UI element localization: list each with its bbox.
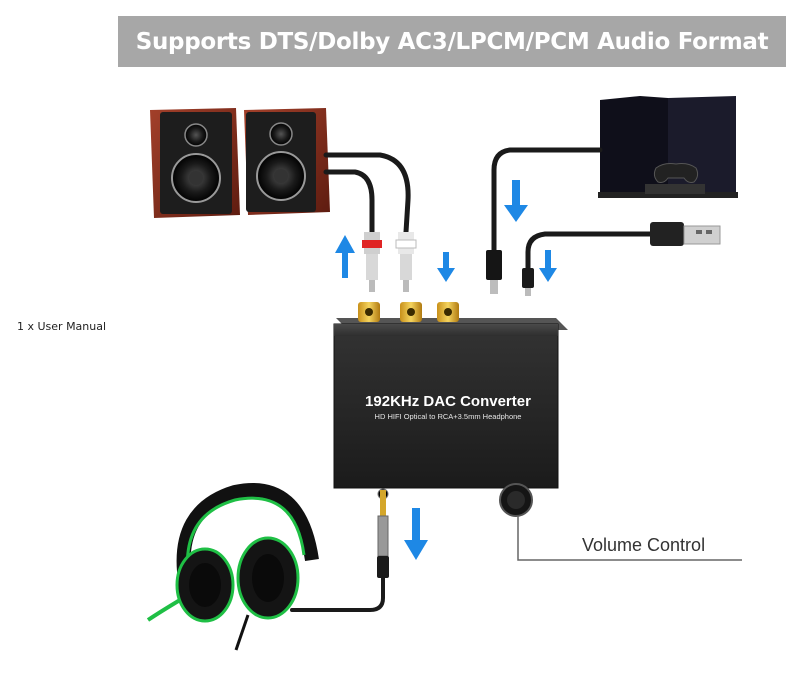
volume-callout-line — [517, 516, 742, 561]
speaker-pair-icon — [150, 108, 330, 218]
arrow-down-coax-icon — [437, 252, 455, 282]
usb-plug-icon — [650, 222, 721, 246]
device-title: 192KHz DAC Converter — [365, 393, 531, 410]
volume-knob-icon — [499, 483, 533, 517]
arrow-down-optical-icon — [504, 180, 528, 222]
usb-cable — [525, 231, 653, 271]
banner-title: Supports DTS/Dolby AC3/LPCM/PCM Audio Fo… — [135, 28, 769, 55]
rca-jack-left-icon — [358, 302, 380, 322]
optical-plug-icon — [486, 250, 502, 294]
format-banner: Supports DTS/Dolby AC3/LPCM/PCM Audio Fo… — [118, 16, 786, 67]
rca-cables — [323, 152, 411, 235]
arrow-up-speakers-icon — [335, 235, 355, 278]
rca-plug-red — [362, 232, 382, 292]
coax-jack-icon — [437, 302, 459, 322]
volume-control-label: Volume Control — [582, 535, 706, 555]
device-subtitle: HD HIFI Optical to RCA+3.5mm Headphone — [375, 412, 522, 421]
game-console-icon — [598, 96, 738, 198]
rca-jack-right-icon — [400, 302, 422, 322]
micro-usb-plug-icon — [522, 268, 534, 296]
headphones-icon — [146, 483, 319, 651]
optical-cable — [491, 147, 603, 253]
rca-plug-white — [395, 232, 417, 292]
headphone-plug-icon — [377, 490, 389, 578]
dac-converter-device — [333, 302, 568, 517]
arrow-down-headphone-icon — [404, 508, 428, 560]
user-manual-note: 1 x User Manual — [17, 320, 107, 333]
arrow-down-usb-icon — [539, 250, 557, 282]
headphone-cable — [290, 576, 385, 612]
